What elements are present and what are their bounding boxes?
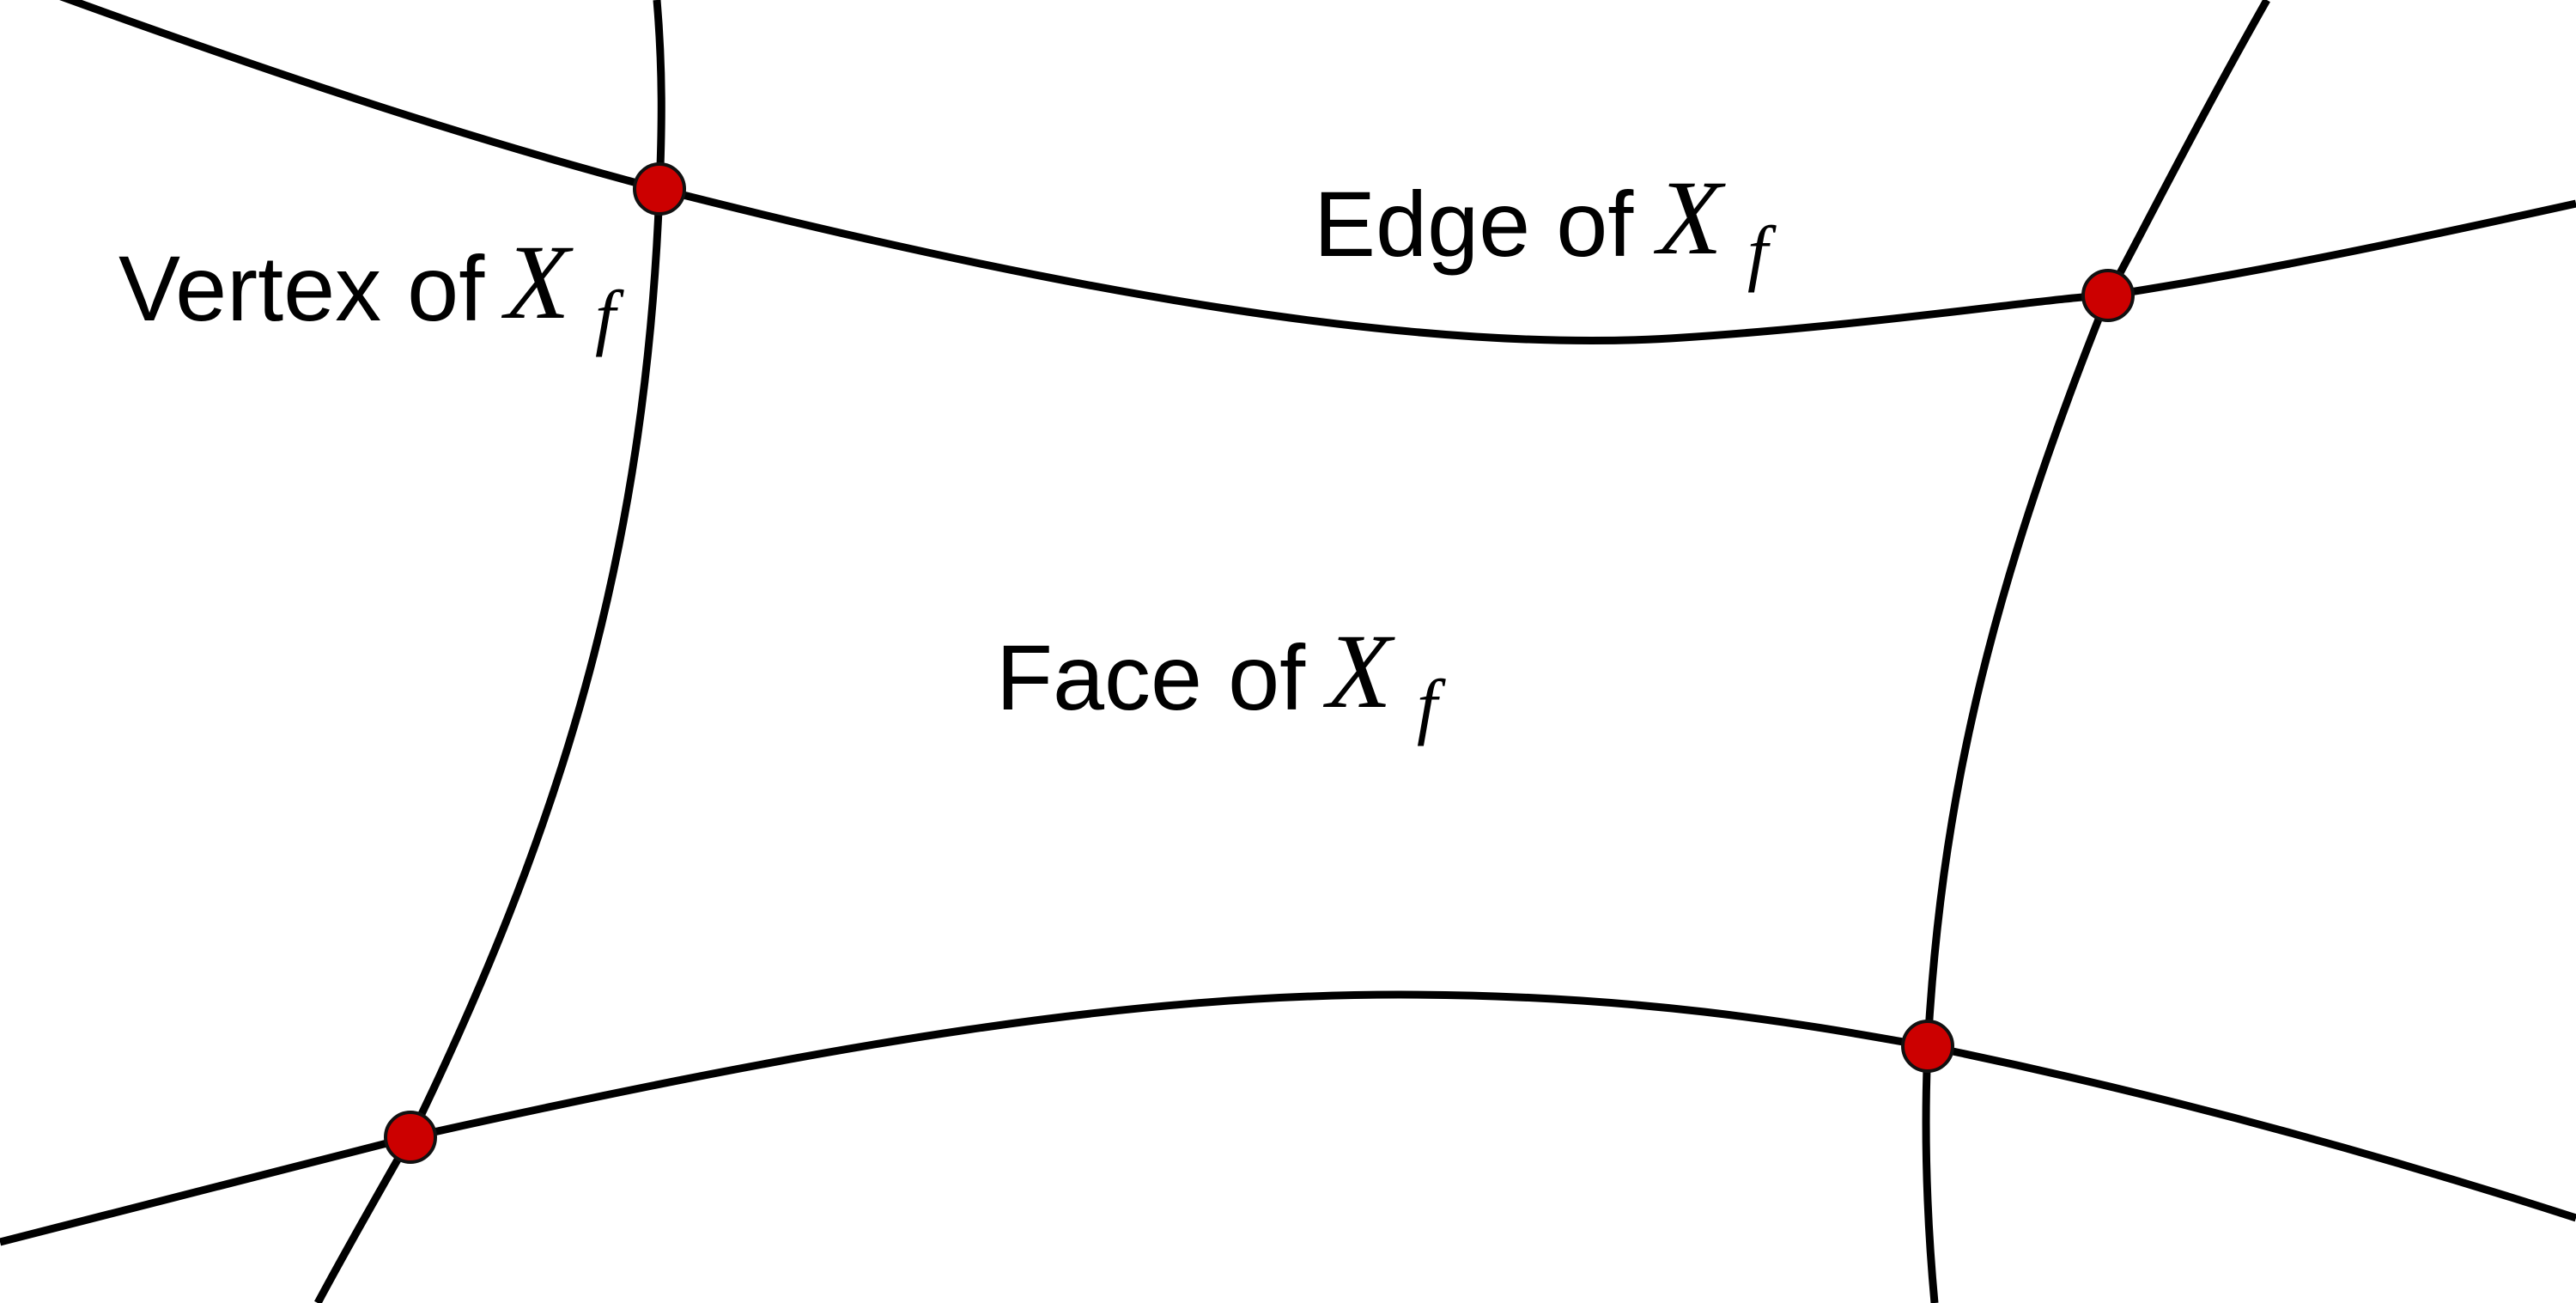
right-vertical-curve (1922, 0, 2270, 1303)
vertex-set (384, 162, 2135, 1164)
vertex-math-symbol: X (501, 223, 574, 341)
edge-annotation: Edge of X f (1314, 159, 1777, 293)
vertex-label: Vertex of (118, 236, 485, 340)
edge-math-subscript: f (1747, 210, 1777, 293)
face-math-subscript: f (1417, 664, 1446, 746)
vertex-marker-bottom-left (384, 1111, 437, 1164)
vertex-math-subscript: f (595, 275, 624, 357)
face-label: Face of (996, 625, 1306, 729)
vertex-annotation: Vertex of X f (118, 223, 624, 357)
vertex-marker-bottom-right (1901, 1020, 1954, 1073)
face-math-symbol: X (1322, 612, 1395, 730)
left-vertical-curve (314, 0, 665, 1303)
edge-math-symbol: X (1653, 159, 1726, 277)
face-annotation: Face of X f (996, 612, 1446, 746)
bottom-edge-curve (0, 990, 2576, 1246)
edge-label: Edge of (1314, 172, 1634, 276)
vertex-marker-top-right (2081, 269, 2135, 322)
top-edge-curve (59, 0, 2576, 345)
vertex-marker-top-left (633, 162, 686, 216)
